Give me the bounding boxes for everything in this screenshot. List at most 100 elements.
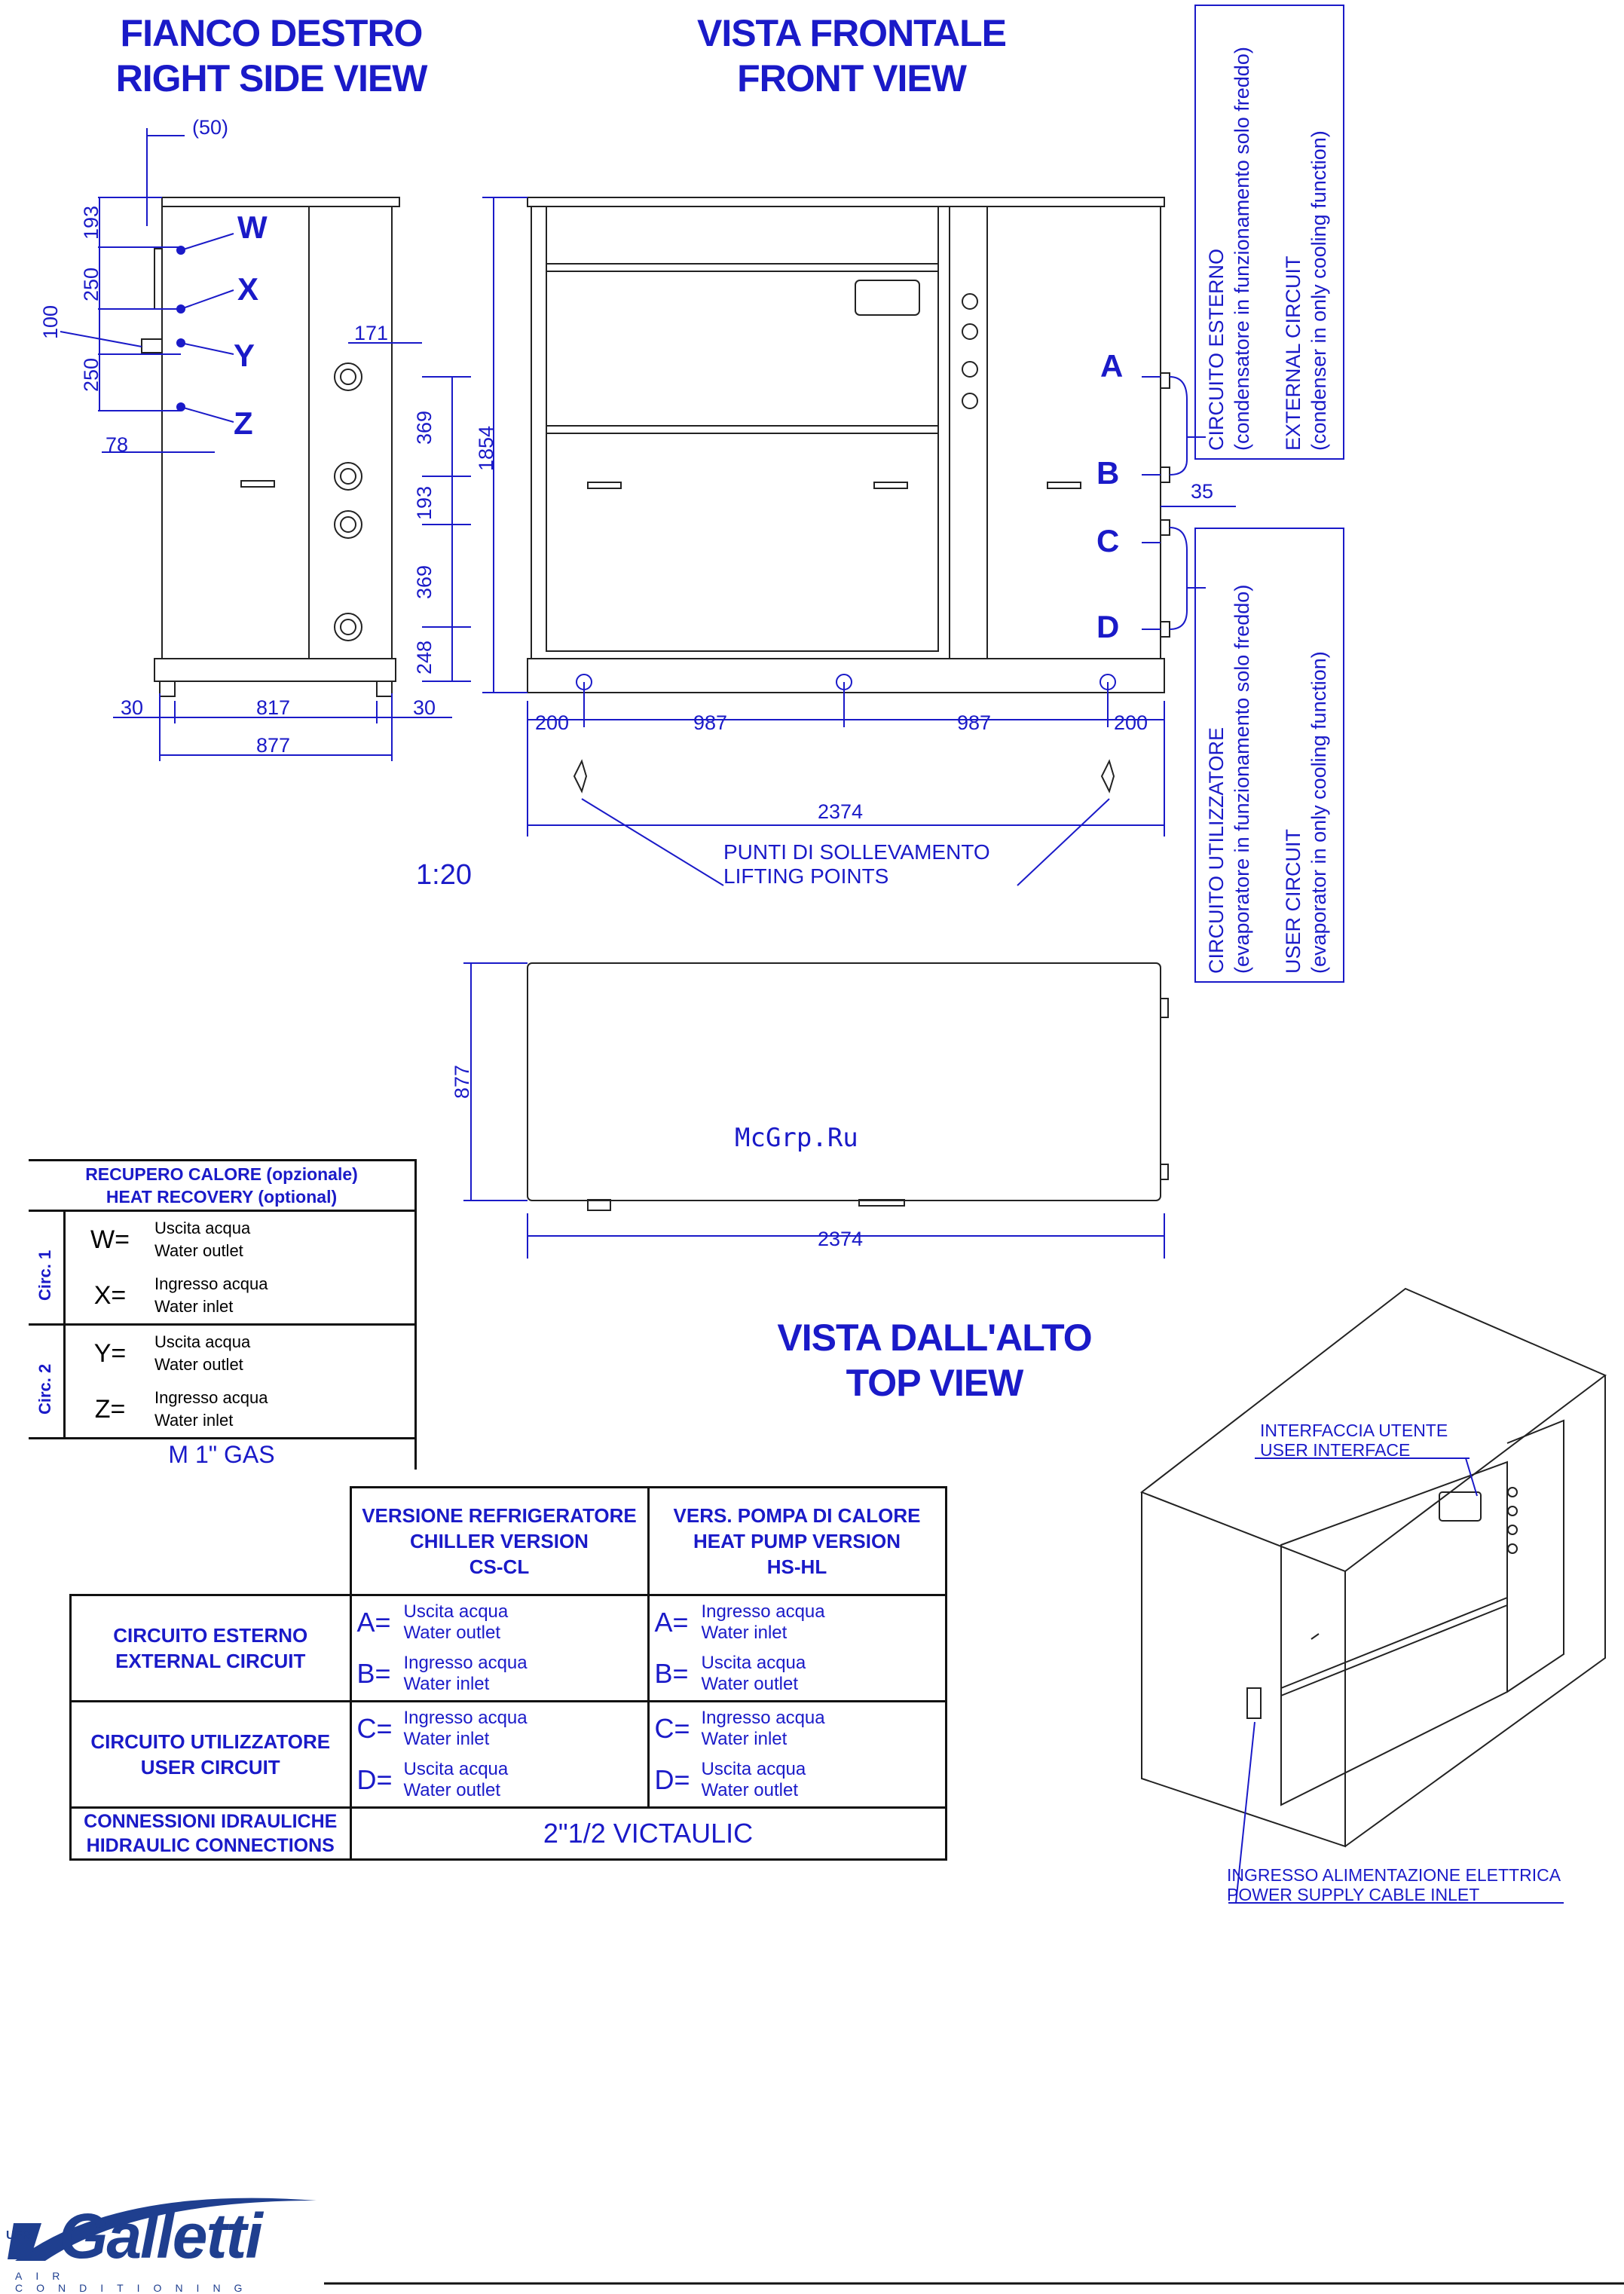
pair-key: C=: [356, 1713, 393, 1744]
dim-30a: 30: [121, 696, 144, 719]
pair-it: Uscita acqua: [701, 1759, 806, 1779]
pair-en: Water outlet: [403, 1623, 501, 1643]
hr-key: X=: [93, 1280, 127, 1310]
label-w: W: [237, 210, 268, 245]
chiller-h3: CS-CL: [469, 1555, 530, 1578]
front-view-title-it: VISTA FRONTALE: [696, 12, 1007, 54]
hydraulic-value: 2"1/2 VICTAULIC: [349, 1806, 947, 1861]
conn-ext-row: CIRCUITO ESTERNO EXTERNAL CIRCUIT A=Usci…: [69, 1594, 947, 1702]
lifting-it: PUNTI DI SOLLEVAMENTO: [723, 840, 990, 864]
ext-it: CIRCUITO ESTERNO: [113, 1624, 308, 1647]
label-d: D: [1096, 609, 1120, 644]
scale-label: 1:20: [416, 859, 472, 891]
hr-key: Y=: [93, 1338, 127, 1368]
dim-193b: 193: [413, 485, 436, 520]
pair-it: Uscita acqua: [701, 1653, 806, 1673]
label-y: Y: [234, 338, 255, 373]
label-c: C: [1096, 523, 1120, 558]
user-interface-label: INTERFACCIA UTENTE USER INTERFACE: [1260, 1421, 1448, 1460]
user-box-line1: CIRCUITO UTILIZZATORE: [1205, 726, 1228, 974]
hr-en: Water inlet: [154, 1297, 234, 1316]
pair-it: Ingresso acqua: [701, 1601, 825, 1622]
external-circuit-box: [1194, 5, 1344, 460]
pair-en: Water inlet: [403, 1674, 490, 1694]
lifting-en: LIFTING POINTS: [723, 864, 889, 888]
ui-en: USER INTERFACE: [1260, 1440, 1411, 1460]
pair-it: Ingresso acqua: [403, 1708, 528, 1728]
dim-193: 193: [80, 205, 102, 240]
chiller-h1: VERSIONE REFRIGERATORE: [362, 1504, 637, 1527]
pair-key: B=: [654, 1658, 689, 1689]
dim-78: 78: [106, 433, 129, 456]
hr-it: Ingresso acqua: [154, 1274, 268, 1293]
dim-877-top: 877: [451, 1064, 473, 1099]
user-box-line3: USER CIRCUIT: [1282, 828, 1304, 974]
hr-it: Ingresso acqua: [154, 1388, 268, 1407]
side-base: [154, 658, 396, 682]
hp-h1: VERS. POMPA DI CALORE: [673, 1504, 921, 1527]
pair-it: Uscita acqua: [403, 1759, 509, 1779]
user-box-line4: (evaporator in only cooling function): [1307, 651, 1330, 974]
ext-box-line1: CIRCUITO ESTERNO: [1205, 248, 1228, 451]
logo-swoosh: [8, 2198, 317, 2261]
front-view-title: VISTA FRONTALE FRONT VIEW: [678, 11, 1025, 101]
hr-en: Water inlet: [154, 1411, 234, 1430]
chiller-header: VERSIONE REFRIGERATORE CHILLER VERSION C…: [349, 1486, 650, 1596]
label-x: X: [237, 271, 259, 307]
ext-box-line3: EXTERNAL CIRCUIT: [1282, 255, 1304, 451]
user-circuit-box: [1194, 528, 1344, 983]
conn-user-row: CIRCUITO UTILIZZATORE USER CIRCUIT C=Ing…: [69, 1700, 947, 1809]
pair-en: Water outlet: [701, 1674, 799, 1694]
hp-h3: HS-HL: [766, 1555, 827, 1578]
hr-circ1-label-cell: Circ. 1: [29, 1212, 66, 1323]
hydraulic-cell: CONNESSIONI IDRAULICHE HIDRAULIC CONNECT…: [69, 1806, 352, 1861]
hyd-it: CONNESSIONI IDRAULICHE: [84, 1811, 338, 1832]
dim-250a: 250: [80, 267, 102, 301]
heat-recovery-table: RECUPERO CALORE (opzionale) HEAT RECOVER…: [29, 1159, 417, 1470]
hr-it: Uscita acqua: [154, 1219, 251, 1237]
ui-it: INTERFACCIA UTENTE: [1260, 1421, 1448, 1440]
top-view-title-it: VISTA DALL'ALTO: [777, 1317, 1092, 1359]
dim-369b: 369: [413, 564, 436, 599]
galletti-logo: UFR Galletti AIR CONDITIONING: [0, 2170, 324, 2294]
logo-tagline: AIR CONDITIONING: [15, 2270, 256, 2294]
side-view-title-en: RIGHT SIDE VIEW: [115, 57, 428, 99]
pair-key: A=: [654, 1607, 689, 1638]
connections-grid: VERSIONE REFRIGERATORE CHILLER VERSION C…: [69, 1486, 947, 1861]
dim-817: 817: [256, 696, 291, 719]
user-circuit-cell: CIRCUITO UTILIZZATORE USER CIRCUIT: [69, 1700, 352, 1809]
hr-key: W=: [90, 1225, 130, 1254]
dim-1854: 1854: [475, 425, 497, 471]
external-circuit-text: CIRCUITO ESTERNO (condensatore in funzio…: [1203, 47, 1332, 451]
hyd-en: HIDRAULIC CONNECTIONS: [86, 1835, 335, 1856]
dim-877: 877: [256, 734, 291, 757]
hr-key: Z=: [94, 1394, 126, 1424]
pair-key: A=: [356, 1607, 391, 1638]
dim-35: 35: [1191, 480, 1214, 503]
label-z: Z: [234, 405, 253, 441]
top-view-title: VISTA DALL'ALTO TOP VIEW: [754, 1315, 1115, 1405]
dim-987a: 987: [693, 711, 728, 734]
hr-title2: HEAT RECOVERY (optional): [106, 1187, 338, 1207]
side-top-lid: [161, 197, 400, 207]
user-en: USER CIRCUIT: [140, 1756, 280, 1779]
